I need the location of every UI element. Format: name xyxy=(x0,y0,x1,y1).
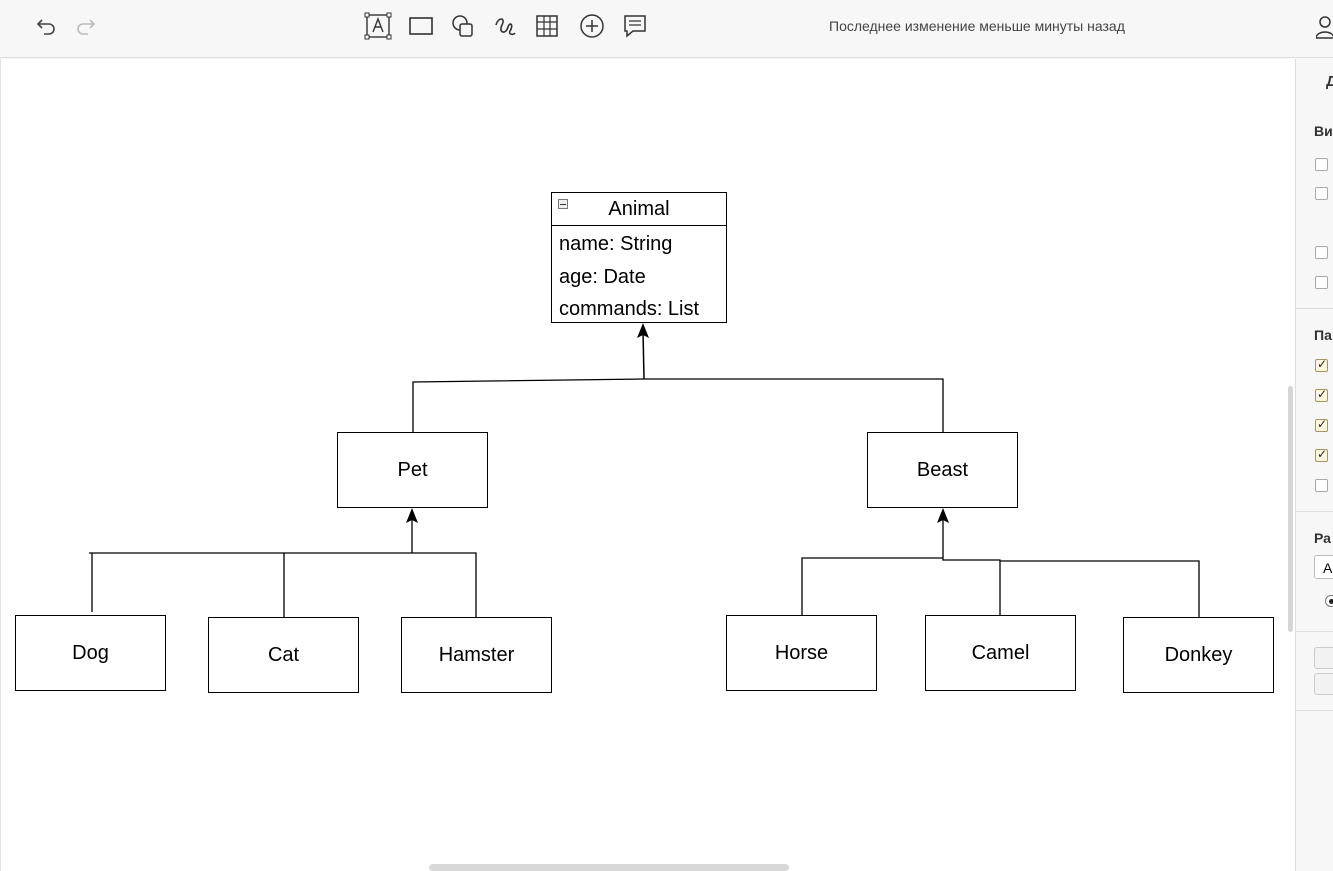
checkbox-param-2[interactable] xyxy=(1315,387,1328,402)
node-horse[interactable]: Horse xyxy=(726,615,877,691)
shapes-tool-button[interactable] xyxy=(448,11,478,41)
last-change-status: Последнее изменение меньше минуты назад xyxy=(829,18,1125,34)
user-icon[interactable] xyxy=(1316,14,1333,40)
freehand-tool-button[interactable] xyxy=(490,11,520,41)
undo-icon xyxy=(36,19,55,35)
freehand-tool-icon xyxy=(495,18,516,36)
shapes-tool-icon xyxy=(452,15,473,37)
vertical-scrollbar[interactable] xyxy=(1288,386,1293,632)
checkbox-view-2[interactable] xyxy=(1315,187,1328,200)
panel-divider xyxy=(1296,511,1333,512)
connector-animal-beast xyxy=(644,378,944,432)
checkbox-param-3[interactable] xyxy=(1315,417,1328,432)
checkbox-param-4[interactable] xyxy=(1315,447,1328,462)
panel-divider xyxy=(1296,631,1333,632)
checkbox-param-5[interactable] xyxy=(1315,479,1328,492)
panel-header: Д xyxy=(1326,73,1333,90)
class-attributes: name: String age: Date commands: List xyxy=(552,226,726,326)
checkbox-view-4[interactable] xyxy=(1315,276,1328,289)
top-toolbar: Последнее изменение меньше минуты назад xyxy=(0,0,1333,58)
checkbox-param-1[interactable] xyxy=(1315,357,1328,372)
collapse-icon[interactable] xyxy=(558,199,568,209)
redo-icon xyxy=(77,19,96,35)
checkbox-view-1[interactable] xyxy=(1315,158,1328,171)
class-name: Animal xyxy=(608,197,670,220)
insert-plus-icon xyxy=(580,14,604,38)
rectangle-tool-button[interactable] xyxy=(406,11,436,41)
node-beast[interactable]: Beast xyxy=(867,432,1018,508)
arrowhead-animal xyxy=(637,323,649,338)
table-tool-button[interactable] xyxy=(532,11,562,41)
node-hamster[interactable]: Hamster xyxy=(401,617,552,693)
class-header: Animal xyxy=(552,193,726,226)
node-dog[interactable]: Dog xyxy=(15,615,166,691)
node-pet[interactable]: Pet xyxy=(337,432,488,508)
checkbox-view-3[interactable] xyxy=(1315,246,1328,259)
section-title-view: Ви xyxy=(1314,123,1333,139)
insert-button[interactable] xyxy=(577,11,607,41)
arrowhead-beast xyxy=(937,508,949,523)
section-title-size: Ра xyxy=(1314,530,1331,546)
connector-animal-trunk xyxy=(642,330,645,380)
node-cat[interactable]: Cat xyxy=(208,617,359,693)
redo-button[interactable] xyxy=(70,11,100,41)
panel-divider xyxy=(1296,308,1333,309)
size-select[interactable]: А xyxy=(1314,555,1333,579)
comment-button[interactable] xyxy=(620,11,650,41)
section-title-params: Па xyxy=(1314,327,1332,343)
panel-button-2[interactable] xyxy=(1314,673,1333,695)
connector-beast-children xyxy=(801,514,1200,617)
rectangle-tool-icon xyxy=(409,17,433,35)
arrowhead-pet xyxy=(406,508,418,523)
attribute-age: age: Date xyxy=(559,265,646,288)
properties-panel: Д Ви Па Ра А xyxy=(1295,59,1333,871)
node-donkey[interactable]: Donkey xyxy=(1123,617,1274,693)
table-tool-icon xyxy=(536,15,558,37)
text-tool-button[interactable] xyxy=(363,11,393,41)
connector-animal-pet xyxy=(412,378,645,432)
connectors-layer xyxy=(89,323,1200,617)
diagram-canvas[interactable]: Animal name: String age: Date commands: … xyxy=(0,59,1295,871)
class-animal[interactable]: Animal name: String age: Date commands: … xyxy=(551,192,727,323)
attribute-name: name: String xyxy=(559,233,673,255)
attribute-commands: commands: List xyxy=(559,298,700,320)
text-tool-icon xyxy=(364,12,392,40)
undo-button[interactable] xyxy=(32,11,62,41)
horizontal-scrollbar[interactable] xyxy=(429,864,789,871)
connector-pet-children xyxy=(89,514,477,617)
panel-button-1[interactable] xyxy=(1314,647,1333,669)
panel-divider xyxy=(1296,710,1333,711)
node-camel[interactable]: Camel xyxy=(925,615,1076,691)
comment-icon xyxy=(624,15,646,38)
radio-option[interactable] xyxy=(1325,595,1333,607)
